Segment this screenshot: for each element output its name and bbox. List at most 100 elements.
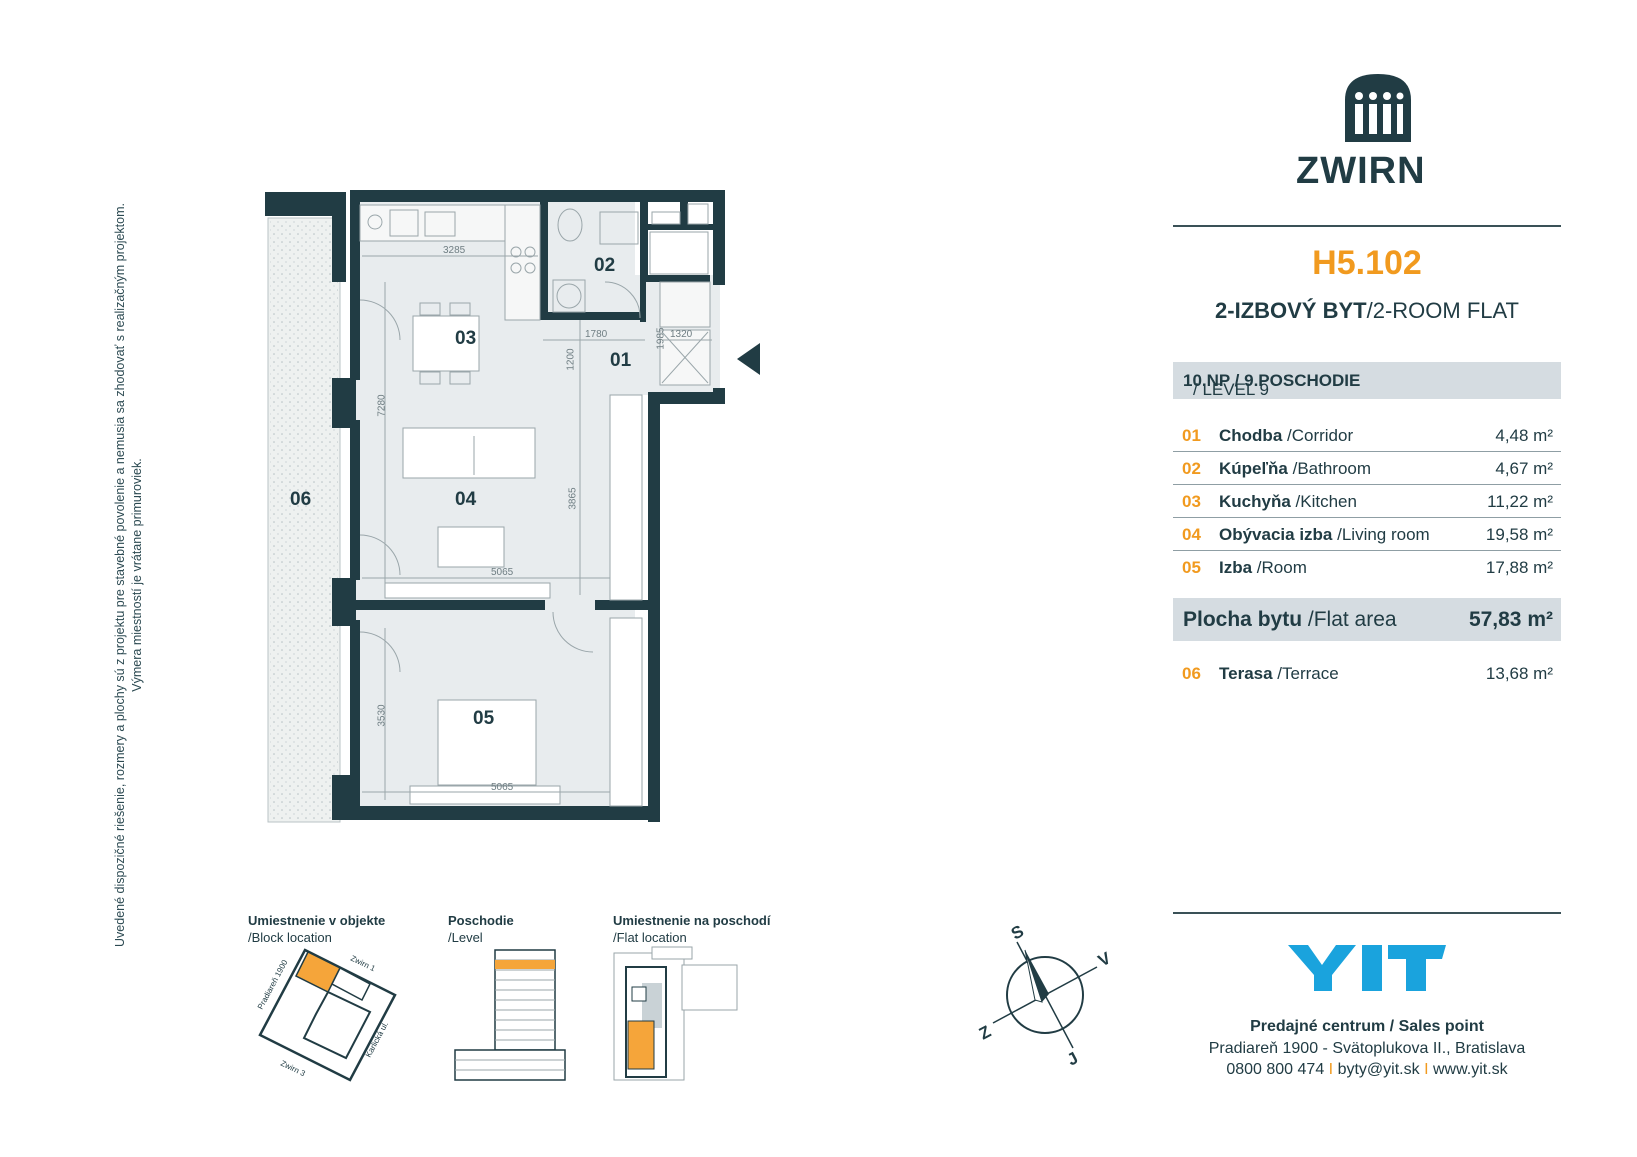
street-label: Zwirn 3 (279, 1059, 307, 1079)
terrace-area (267, 217, 341, 823)
flat-area-value: 57,83 m² (1468, 608, 1553, 631)
room-label-04: 04 (455, 489, 477, 510)
flat-location-sub: /Flat location (613, 930, 687, 945)
flat-area-name: Plocha bytu (1183, 608, 1303, 631)
room-name: Obývacia izba (1219, 525, 1333, 544)
dim-3865: 3865 (567, 487, 579, 510)
room-row-number: 02 (1182, 459, 1201, 478)
divider-bottom (1173, 912, 1561, 914)
level-text: 10.NP / 9.POSCHODIE / LEVEL 9 (1183, 371, 1361, 399)
floor-plan (265, 190, 760, 823)
room-name-en: /Kitchen (1290, 492, 1357, 511)
street-label: Zwirn 1 (349, 954, 377, 974)
room-row-number: 01 (1182, 426, 1201, 445)
level-sub: /Level (448, 930, 483, 945)
room-name: Chodba (1219, 426, 1283, 445)
room-row-number: 04 (1182, 525, 1201, 544)
level-bar: 10.NP / 9.POSCHODIE / LEVEL 9 (1173, 362, 1561, 399)
room-row: 02 Kúpeľňa /Bathroom 4,67 m² (1173, 451, 1561, 485)
compass-v: V (1095, 948, 1115, 970)
entrance-arrow-icon (737, 343, 760, 375)
room-row-label: Kúpeľňa /Bathroom (1219, 459, 1371, 479)
terrace-area: 13,68 m² (1485, 664, 1553, 683)
room-row-number: 03 (1182, 492, 1201, 511)
room-label-02: 02 (594, 255, 616, 276)
level-diagram (454, 949, 566, 1081)
terrace-row: 06 Terasa /Terrace 13,68 m² (1173, 664, 1561, 694)
room-row-label: Chodba /Corridor (1219, 426, 1353, 446)
flat-area-name-en: /Flat area (1302, 608, 1397, 631)
room-name: Kuchyňa (1219, 492, 1291, 511)
separator: I (1424, 1061, 1429, 1078)
room-row-number: 05 (1182, 558, 1201, 577)
level-title: Poschodie (448, 913, 514, 928)
dim-1780: 1780 (585, 329, 608, 340)
room-row: 03 Kuchyňa /Kitchen 11,22 m² (1173, 484, 1561, 518)
room-label-03: 03 (455, 328, 477, 349)
street-label: Pradiareň 1900 (256, 958, 290, 1011)
room-row: 04 Obývacia izba /Living room 19,58 m² (1173, 517, 1561, 551)
room-name-en: /Living room (1332, 525, 1430, 544)
unit-code: H5.102 (1312, 244, 1422, 282)
room-row: 01 Chodba /Corridor 4,48 m² (1173, 418, 1561, 452)
flat-location-title: Umiestnenie na poschodí (613, 913, 771, 928)
dim-3530: 3530 (376, 704, 388, 727)
terrace-name: Terasa (1219, 664, 1273, 683)
block-location-map: Pradiareň 1900 Zwirn 1 Karlická ul. Zwir… (256, 948, 397, 1082)
room-label-06: 06 (290, 489, 312, 510)
unit-type-rest: /2-ROOM FLAT (1366, 298, 1519, 323)
terrace-number: 06 (1182, 664, 1201, 683)
brand-name: ZWIRN (1296, 150, 1426, 192)
compass-icon: S V J Z (976, 921, 1115, 1069)
room-name-en: /Bathroom (1287, 459, 1372, 478)
separator: I (1328, 1061, 1334, 1078)
compass-z: Z (976, 1022, 994, 1044)
room-name-en: /Room (1252, 558, 1307, 577)
divider-top (1173, 225, 1561, 227)
room-name-en: /Corridor (1282, 426, 1354, 445)
dim-5065-living: 5065 (491, 567, 514, 578)
unit-type: 2-IZBOVÝ BYT/2-ROOM FLAT (1173, 298, 1561, 324)
room-row-label: Kuchyňa /Kitchen (1219, 492, 1357, 512)
sales-email-link[interactable]: byty@yit.sk (1337, 1061, 1420, 1078)
block-location-title: Umiestnenie v objekte (248, 913, 386, 928)
room-label-01: 01 (610, 350, 632, 371)
terrace-name-en: /Terrace (1272, 664, 1339, 683)
unit-type-bold: 2-IZBOVÝ BYT (1215, 298, 1367, 323)
room-area: 11,22 m² (1487, 492, 1553, 511)
flat-area-label: Plocha bytu /Flat area (1183, 608, 1397, 632)
terrace-label: Terasa /Terrace (1219, 664, 1339, 684)
room-area: 17,88 m² (1485, 558, 1553, 577)
room-row-label: Izba /Room (1219, 558, 1307, 578)
flat-location-map (613, 946, 738, 1081)
sales-web-link[interactable]: www.yit.sk (1432, 1061, 1508, 1078)
dim-1320: 1320 (670, 329, 693, 340)
room-area: 19,58 m² (1485, 525, 1553, 544)
dim-3285: 3285 (443, 245, 466, 256)
dim-5065-room: 5065 (491, 782, 514, 793)
sales-phone[interactable]: 0800 800 474 (1226, 1061, 1325, 1078)
level-rest: / LEVEL 9 (1193, 380, 1269, 399)
yit-logo (1288, 945, 1446, 991)
sales-contact: 0800 800 474 I byty@yit.sk I www.yit.sk (1173, 1061, 1561, 1079)
sales-title: Predajné centrum / Sales point (1250, 1018, 1484, 1035)
block-location-sub: /Block location (248, 930, 332, 945)
compass-s: S (1008, 921, 1027, 943)
dim-1985: 1985 (655, 327, 667, 350)
level-bold: 10.NP / 9.POSCHODIE (1183, 371, 1361, 390)
room-name: Izba (1219, 558, 1253, 577)
dim-7280: 7280 (376, 394, 388, 417)
flat-area-bar: Plocha bytu /Flat area 57,83 m² (1173, 598, 1561, 641)
room-area: 4,67 m² (1495, 459, 1553, 478)
walls (265, 190, 725, 822)
compass-j: J (1064, 1048, 1081, 1069)
room-row-label: Obývacia izba /Living room (1219, 525, 1430, 545)
street-label: Karlická ul. (364, 1020, 390, 1059)
room-label-05: 05 (473, 708, 495, 729)
room-row: 05 Izba /Room 17,88 m² (1173, 550, 1561, 583)
sales-address: Pradiareň 1900 - Svätoplukova II., Brati… (1208, 1040, 1526, 1057)
room-name: Kúpeľňa (1219, 459, 1288, 478)
dim-1200: 1200 (565, 348, 577, 371)
room-area: 4,48 m² (1495, 426, 1553, 445)
building-arch-icon (1345, 74, 1411, 142)
